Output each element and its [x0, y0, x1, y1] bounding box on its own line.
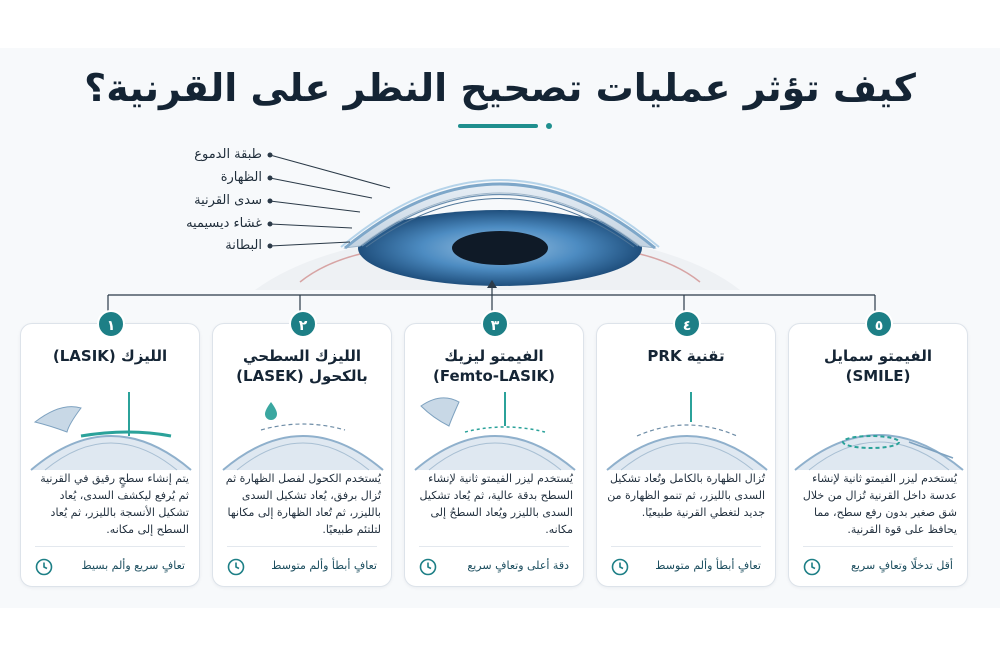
procedure-footer: أقل تدخلًا وتعافٍ سريع	[803, 556, 953, 578]
procedure-number: ٣	[481, 310, 509, 338]
page-title: كيف تؤثر عمليات تصحيح النظر على القرنية؟	[84, 66, 916, 110]
card-divider	[419, 546, 569, 547]
procedure-description: يُستخدم ليزر الفيمتو ثانية لإنشاء عدسة د…	[802, 472, 957, 536]
prk-illustration	[606, 392, 768, 471]
lasik-illustration	[30, 392, 192, 471]
procedure-description: يتم إنشاء سطحٍ رقيق في القرنية ثم يُرفع …	[40, 472, 189, 536]
procedure-footer: دقة أعلى وتعافٍ سريع	[419, 556, 569, 578]
cornea-endothelium	[365, 198, 635, 248]
procedure-card-lasek: ٢ الليزك السطحي بالكحول (LASEK) يُستخدم …	[212, 310, 392, 587]
procedure-number: ١	[97, 310, 125, 338]
card-divider	[227, 546, 377, 547]
cornea-descemet	[361, 193, 639, 247]
procedure-title: الفيمتو سمايل (SMILE)	[824, 347, 932, 385]
clock-icon	[419, 558, 437, 576]
procedure-footer: تعافٍ أبطأ وألم متوسط	[227, 556, 377, 578]
procedure-footer: تعافٍ أبطأ وألم متوسط	[611, 556, 761, 578]
card-divider	[803, 546, 953, 547]
femto-lasik-illustration	[414, 392, 576, 471]
procedure-card-femto-lasik: ٣ الفيمتو ليزيك (Femto-LASIK) يُستخدم لي…	[404, 310, 584, 587]
procedure-card-prk: ٤ تقنية PRK تُزال الظهارة بالكامل وتُعاد…	[596, 310, 776, 587]
procedure-footer-text: دقة أعلى وتعافٍ سريع	[467, 559, 569, 572]
cornea-epithelium	[344, 182, 656, 250]
procedure-title: الفيمتو ليزيك (Femto-LASIK)	[432, 347, 556, 385]
procedure-number: ٤	[673, 310, 701, 338]
procedure-card-smile: ٥ الفيمتو سمايل (SMILE) يُستخدم ليزر الف…	[788, 310, 968, 587]
procedure-title: الليزك السطحي بالكحول (LASEK)	[236, 347, 368, 385]
procedure-title: تقنية PRK	[647, 347, 725, 365]
layer-label-endothelium: البطانة	[225, 238, 262, 253]
title-underline	[458, 124, 538, 128]
procedure-title: الليزك (LASIK)	[52, 347, 168, 365]
layer-leader-dots	[267, 152, 273, 249]
procedure-number: ٥	[865, 310, 893, 338]
card-divider	[35, 546, 185, 547]
procedure-description: تُزال الظهارة بالكامل وتُعاد تشكيل السدى…	[607, 472, 765, 519]
procedure-footer-text: تعافٍ أبطأ وألم متوسط	[271, 559, 377, 572]
lasek-illustration	[222, 402, 384, 471]
procedure-footer-text: تعافٍ سريع وألم بسيط	[81, 559, 186, 572]
clock-icon	[227, 558, 245, 576]
layer-label-epithelium: الظهارة	[220, 170, 262, 185]
layer-label-stroma: سدى القرنية	[194, 193, 262, 208]
smile-illustration	[794, 434, 964, 471]
card-divider	[611, 546, 761, 547]
connector-arrow-up	[487, 280, 497, 288]
procedure-footer-text: أقل تدخلًا وتعافٍ سريع	[851, 559, 953, 572]
procedure-description: يُستخدم ليزر الفيمتو ثانية لإنشاء السطح …	[419, 472, 573, 536]
clock-icon	[803, 558, 821, 576]
procedure-card-lasik: ١ الليزك (LASIK) يتم إنشاء سطحٍ رقيق في …	[20, 310, 200, 587]
layer-label-descemet: غشاء ديسيميه	[186, 216, 262, 231]
cornea-tear-film	[340, 179, 660, 248]
clock-icon	[35, 558, 53, 576]
clock-icon	[611, 558, 629, 576]
procedure-description: يُستخدم الكحول لفصل الظهارة ثم تُزال برف…	[225, 472, 381, 536]
eye-cross-section	[107, 152, 876, 318]
layer-label-tear-film: طبقة الدموع	[194, 147, 262, 162]
procedure-number: ٢	[289, 310, 317, 338]
layer-leaders	[269, 154, 391, 247]
procedure-footer: تعافٍ سريع وألم بسيط	[35, 556, 185, 578]
title-underline-dot	[546, 123, 552, 129]
procedure-footer-text: تعافٍ أبطأ وألم متوسط	[655, 559, 761, 572]
pupil	[452, 231, 548, 265]
